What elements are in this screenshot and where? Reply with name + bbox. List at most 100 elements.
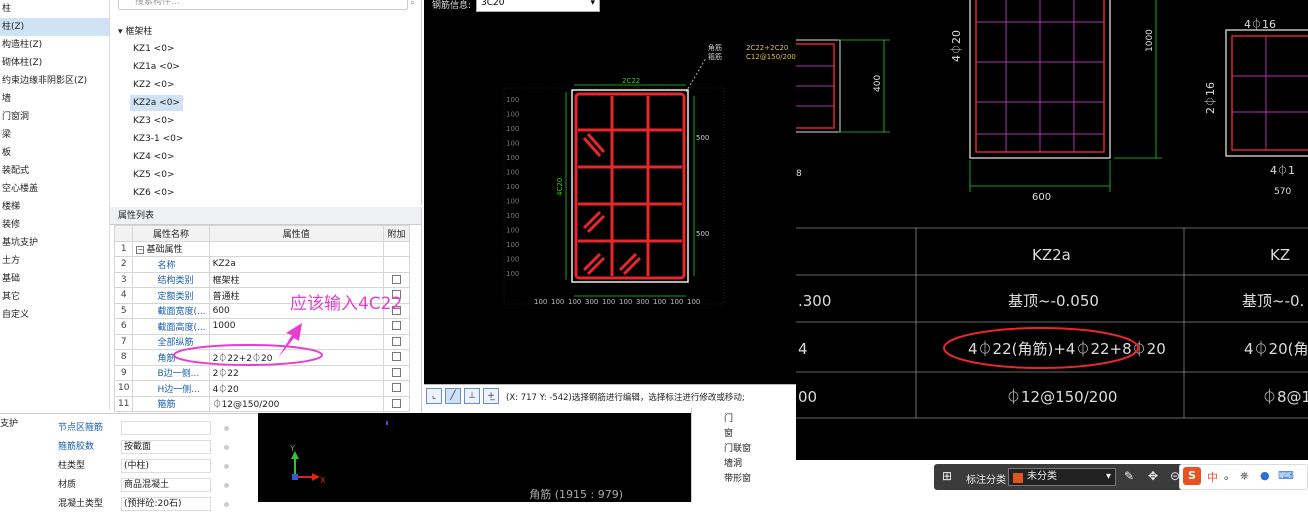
ime-settings[interactable]: ⎈ xyxy=(1240,469,1249,482)
3d-viewport[interactable]: Y X 角筋 (1915 : 979) xyxy=(258,413,691,502)
tree-item[interactable]: KZ4 <0> xyxy=(133,152,175,162)
axis-origin xyxy=(292,474,298,480)
category-item[interactable]: 梁 xyxy=(2,130,12,140)
extra-checkbox[interactable] xyxy=(392,367,401,377)
property-value[interactable]: 框架柱 xyxy=(208,271,385,288)
column-section-drawing: 100100100100100100100100100100100100100 … xyxy=(503,43,796,306)
property-panel-title: 属性列表 xyxy=(110,207,421,225)
category-item[interactable]: 构造柱(Z) xyxy=(2,40,43,50)
bottom-property-value[interactable]: 按截面 xyxy=(121,440,211,454)
opening-type-item[interactable]: 窗 xyxy=(724,429,734,439)
grid-icon[interactable]: ⊞ xyxy=(942,469,953,483)
bottom-property-value[interactable]: 商品混凝土 xyxy=(121,478,211,492)
category-item[interactable]: 装修 xyxy=(2,220,21,230)
drawing-toolbar: ⊞ 标注分类 未分类 ▾ ✎ ✥ ⊝ S 中 。 ⎈ ● ⌨ xyxy=(796,460,1308,502)
tree-item[interactable]: KZ1a <0> xyxy=(133,62,180,72)
tree-root-frame-column[interactable]: ▾ 框架柱 xyxy=(118,27,153,37)
extra-checkbox[interactable] xyxy=(392,274,401,284)
table-stirrup-right: ⏀8@10 xyxy=(1262,388,1308,406)
rebar-info-select[interactable]: 3C20 ▾ xyxy=(476,0,600,12)
bottom-property-panel: 支护 节点区箍筋箍筋胶数按截面柱类型(中柱)材质商品混凝土混凝土类型(预拌砼:2… xyxy=(0,413,258,511)
keyboard-icon[interactable]: ⌨ xyxy=(1278,469,1294,482)
category-item[interactable]: 空心楼盖 xyxy=(2,184,39,194)
row-number: 11 xyxy=(113,395,134,412)
category-item[interactable]: 装配式 xyxy=(2,166,30,176)
property-value[interactable] xyxy=(208,240,385,257)
draw-line-tool[interactable]: ╱ xyxy=(445,388,461,404)
collapse-icon[interactable]: − xyxy=(136,246,145,255)
property-row[interactable]: 1−基础属性 xyxy=(113,240,410,257)
category-item[interactable]: 自定义 xyxy=(2,310,30,320)
extra-checkbox[interactable] xyxy=(392,321,401,331)
tree-item[interactable]: KZ5 <0> xyxy=(133,170,175,180)
bottom-property-value[interactable]: (预拌砼:20石) xyxy=(121,497,211,511)
category-item[interactable]: 板 xyxy=(2,148,12,158)
category-item[interactable]: 土方 xyxy=(2,256,21,266)
category-item[interactable]: 砌体柱(Z) xyxy=(2,58,43,68)
extra-checkbox[interactable] xyxy=(392,336,401,346)
ime-punct[interactable]: 。 xyxy=(1224,469,1235,482)
category-item[interactable]: 基础 xyxy=(2,274,21,284)
extra-checkbox[interactable] xyxy=(392,290,401,300)
dimension-tool[interactable]: +̲ xyxy=(483,388,499,404)
tree-item[interactable]: KZ2 <0> xyxy=(133,80,175,90)
category-item[interactable]: 基坑支护 xyxy=(2,238,39,248)
opening-type-item[interactable]: 墙洞 xyxy=(724,459,743,469)
category-item[interactable]: 楼梯 xyxy=(2,202,21,212)
category-item[interactable]: 约束边缘非阴影区(Z) xyxy=(2,76,88,86)
extra-checkbox[interactable] xyxy=(392,398,401,408)
tag-category-select[interactable]: 未分类 ▾ xyxy=(1008,468,1116,486)
microphone-icon[interactable]: ● xyxy=(1260,469,1270,482)
extra-checkbox[interactable] xyxy=(392,305,401,315)
search-input[interactable]: 搜索构件... xyxy=(118,0,408,10)
category-item[interactable]: 门窗洞 xyxy=(2,112,30,122)
move-icon[interactable]: ✥ xyxy=(1148,469,1159,483)
bottom-property-value[interactable]: (中柱) xyxy=(121,459,211,473)
perpendicular-tool[interactable]: ⊥ xyxy=(464,388,480,404)
ime-mode[interactable]: 中 xyxy=(1207,471,1218,484)
table-name-right: KZ xyxy=(1270,246,1290,264)
schedule-table-lines xyxy=(796,227,1308,419)
opening-type-item[interactable]: 门联窗 xyxy=(724,444,752,454)
link-icon[interactable]: ⊝ xyxy=(1170,469,1181,483)
property-value[interactable]: KZ2a xyxy=(208,256,385,273)
callout-value-corner: 2C22+2C20 xyxy=(746,44,788,52)
column-schedule-drawing[interactable]: 400 8 600 4⏀20 1000 4⏀16 2⏀16 4⏀1 570 xyxy=(796,0,1308,460)
extra-checkbox[interactable] xyxy=(392,383,401,393)
left-tick-label: 100 xyxy=(506,198,519,206)
bottom-property-value[interactable] xyxy=(121,421,211,435)
draw-polyline-tool[interactable]: ⌞ xyxy=(426,388,442,404)
right-dim-2c16: 2⏀16 xyxy=(1203,82,1217,114)
sogou-icon[interactable]: S xyxy=(1183,467,1201,485)
category-item[interactable]: 柱 xyxy=(2,4,12,14)
row-number: 9 xyxy=(113,364,134,381)
property-value[interactable]: ⏀12@150/200 xyxy=(208,395,385,412)
opening-type-item[interactable]: 门 xyxy=(724,414,734,424)
extra-checkbox[interactable] xyxy=(392,352,401,362)
category-item[interactable]: 墙 xyxy=(2,94,12,104)
edit-icon[interactable]: ✎ xyxy=(1124,469,1135,483)
property-value[interactable]: 4⏀20 xyxy=(208,380,385,397)
category-item[interactable]: 柱(Z) xyxy=(0,18,109,36)
search-icon[interactable]: ⌕ xyxy=(410,0,415,7)
top-dim-label: 2C22 xyxy=(622,77,640,85)
right-column-outline xyxy=(1225,29,1308,157)
tree-item[interactable]: KZ3 <0> xyxy=(133,116,175,126)
category-item[interactable]: 其它 xyxy=(2,292,21,302)
tree-item[interactable]: KZ6 <0> xyxy=(133,188,175,198)
tree-item[interactable]: KZ2a <0> xyxy=(130,95,183,111)
opening-type-item[interactable]: 带形窗 xyxy=(724,474,752,484)
tree-item[interactable]: KZ3-1 <0> xyxy=(133,134,184,144)
tree-item[interactable]: KZ1 <0> xyxy=(133,44,175,54)
bottom-dim-label: 100 xyxy=(602,298,615,306)
rebar-info-label: 钢筋信息: xyxy=(432,1,472,11)
